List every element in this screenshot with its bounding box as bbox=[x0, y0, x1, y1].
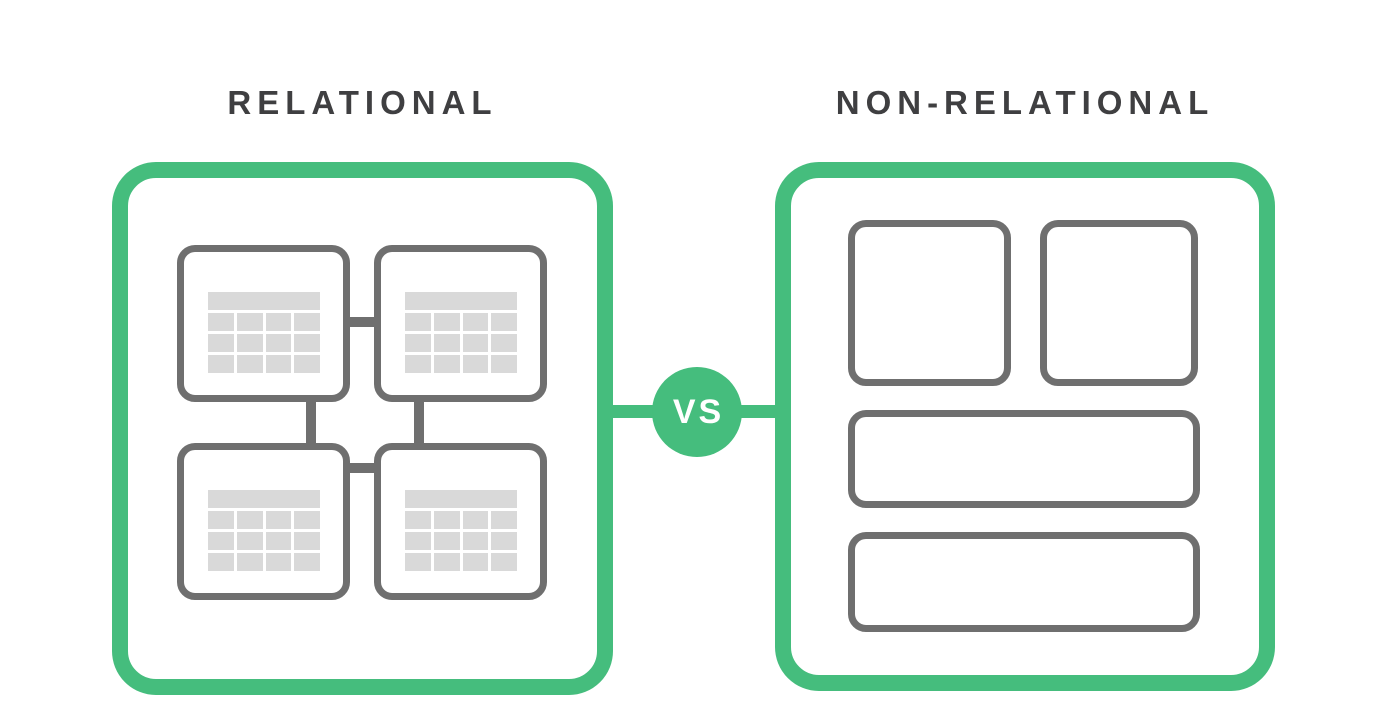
table-cell bbox=[433, 355, 460, 373]
table-card-bottom-left bbox=[177, 443, 350, 600]
table-header-bar bbox=[208, 490, 320, 508]
table-cell bbox=[236, 511, 263, 529]
table-header-bar bbox=[208, 292, 320, 310]
document-block-bar-2 bbox=[848, 532, 1200, 632]
table-cell bbox=[208, 532, 234, 550]
table-cell bbox=[294, 553, 320, 571]
table-cell bbox=[491, 532, 517, 550]
table-cell bbox=[236, 553, 263, 571]
table-link-bottom-icon bbox=[348, 463, 376, 473]
table-cell bbox=[265, 511, 292, 529]
table-header-bar bbox=[405, 490, 517, 508]
table-cell bbox=[236, 355, 263, 373]
table-cell-grid bbox=[405, 313, 517, 373]
table-cell bbox=[462, 511, 489, 529]
table-cell bbox=[433, 334, 460, 352]
table-cell bbox=[236, 334, 263, 352]
relational-title: RELATIONAL bbox=[227, 84, 498, 121]
table-cell bbox=[462, 355, 489, 373]
table-cell bbox=[294, 511, 320, 529]
table-cell bbox=[208, 313, 234, 331]
table-cell bbox=[405, 313, 431, 331]
table-cell bbox=[236, 313, 263, 331]
table-card-bottom-right bbox=[374, 443, 547, 600]
table-cell bbox=[208, 553, 234, 571]
table-header-bar bbox=[405, 292, 517, 310]
document-block-bar-1 bbox=[848, 410, 1200, 508]
table-cell bbox=[405, 355, 431, 373]
table-grid-icon bbox=[208, 292, 320, 373]
table-cell-grid bbox=[405, 511, 517, 571]
table-cell bbox=[491, 334, 517, 352]
table-cell bbox=[433, 511, 460, 529]
table-cell bbox=[294, 355, 320, 373]
table-cell bbox=[294, 334, 320, 352]
table-cell bbox=[491, 553, 517, 571]
table-cell bbox=[208, 334, 234, 352]
table-cell bbox=[294, 313, 320, 331]
table-cell bbox=[405, 553, 431, 571]
table-cell bbox=[462, 532, 489, 550]
table-cell-grid bbox=[208, 511, 320, 571]
table-cell bbox=[433, 313, 460, 331]
document-block-square-2 bbox=[1040, 220, 1198, 386]
table-cell bbox=[265, 532, 292, 550]
table-cell bbox=[433, 532, 460, 550]
table-cell bbox=[236, 532, 263, 550]
table-cell bbox=[491, 355, 517, 373]
table-cell bbox=[294, 532, 320, 550]
table-cell bbox=[208, 511, 234, 529]
vs-badge: VS bbox=[652, 367, 742, 457]
relational-panel bbox=[112, 162, 613, 695]
table-cell bbox=[491, 511, 517, 529]
table-card-top-right bbox=[374, 245, 547, 402]
non-relational-title: NON-RELATIONAL bbox=[835, 84, 1215, 121]
table-link-top-icon bbox=[348, 317, 376, 327]
table-grid-icon bbox=[405, 490, 517, 571]
table-cell bbox=[462, 334, 489, 352]
vs-badge-label: VS bbox=[672, 392, 725, 431]
table-grid-icon bbox=[405, 292, 517, 373]
table-cell bbox=[491, 313, 517, 331]
table-cell bbox=[405, 334, 431, 352]
document-block-square-1 bbox=[848, 220, 1011, 386]
table-cell bbox=[405, 532, 431, 550]
table-cell bbox=[265, 334, 292, 352]
table-cell bbox=[433, 553, 460, 571]
table-cell bbox=[208, 355, 234, 373]
table-cell bbox=[265, 313, 292, 331]
table-cell-grid bbox=[208, 313, 320, 373]
table-link-right-icon bbox=[414, 400, 424, 445]
table-grid-icon bbox=[208, 490, 320, 571]
table-cell bbox=[405, 511, 431, 529]
table-cell bbox=[462, 553, 489, 571]
table-cell bbox=[265, 355, 292, 373]
table-cell bbox=[265, 553, 292, 571]
table-card-top-left bbox=[177, 245, 350, 402]
table-link-left-icon bbox=[306, 400, 316, 445]
table-cell bbox=[462, 313, 489, 331]
